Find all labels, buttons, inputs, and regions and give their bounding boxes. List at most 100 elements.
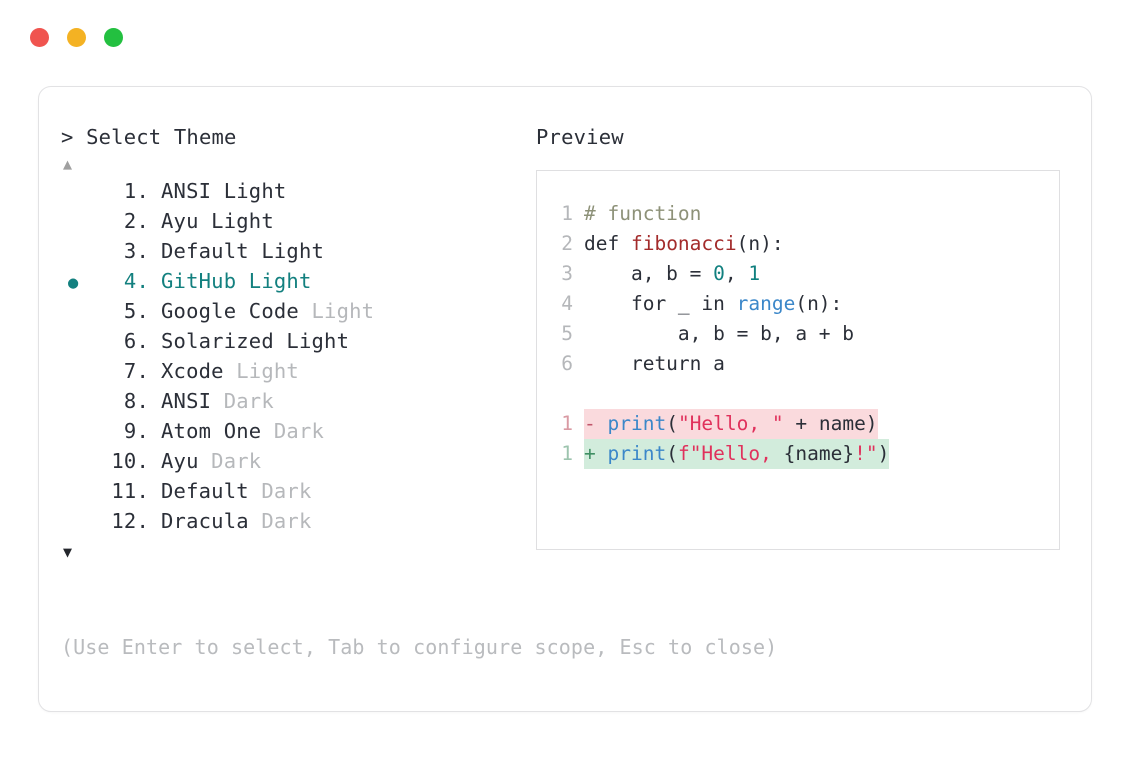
theme-list-item[interactable]: 7.Xcode Light (61, 359, 531, 389)
theme-list-item[interactable]: 3. Default Light (61, 239, 531, 269)
line-number: 1 (561, 442, 573, 465)
theme-item-variant: Light (211, 209, 274, 233)
diff-gap (596, 412, 608, 435)
theme-item-variant: Dark (261, 509, 312, 533)
theme-item-variant: Dark (261, 479, 312, 503)
theme-list-item[interactable]: 10. Ayu Dark (61, 449, 531, 479)
line-number: 1 (561, 412, 573, 435)
diff-text: - print("Hello, " + name) (584, 409, 878, 439)
theme-item-variant: Dark (223, 389, 274, 413)
code-text: # function (584, 199, 701, 229)
line-number: 1 (561, 202, 573, 225)
theme-list-item[interactable]: 9.Atom One Dark (61, 419, 531, 449)
line-number: 3 (561, 262, 573, 285)
diff-added-line: 1+ print(f"Hello, {name}!") (537, 439, 1059, 469)
theme-item-index: 8. (123, 389, 149, 413)
theme-item-index: 7. (123, 359, 149, 383)
theme-item-variant: Light (311, 299, 375, 323)
theme-list-item[interactable]: 2.Ayu Light (61, 209, 531, 239)
theme-item-name: Solarized (161, 329, 287, 353)
code-token: {name} (783, 442, 855, 465)
line-number: 2 (561, 232, 573, 255)
theme-item-name: GitHub (161, 269, 249, 293)
theme-item-name: ANSI (161, 389, 224, 413)
code-token: !" (854, 442, 878, 465)
code-token: (n): (736, 232, 784, 255)
code-token: ) (877, 442, 890, 465)
scroll-down-indicator-icon[interactable]: ▼ (63, 543, 73, 561)
line-number: 5 (561, 322, 573, 345)
code-token: print (607, 412, 667, 435)
theme-item-name: Dracula (161, 509, 262, 533)
prompt-label: > Select Theme (61, 125, 237, 149)
theme-item-index: 6. (123, 329, 149, 353)
theme-item-name: Google Code (161, 299, 312, 323)
code-line: 3 a, b = 0, 1 (537, 259, 1059, 289)
code-text: def fibonacci(n): (584, 229, 784, 259)
code-token: range (736, 292, 796, 315)
line-number: 4 (561, 292, 573, 315)
code-token: for _ in (584, 292, 737, 315)
scroll-up-indicator-icon[interactable]: ▲ (63, 155, 73, 173)
theme-list-item[interactable]: 11. Default Dark (61, 479, 531, 509)
theme-item-index: 2. (123, 209, 149, 233)
code-text: return a (584, 349, 725, 379)
theme-item-variant: Dark (273, 419, 325, 443)
theme-item-variant: Light (261, 239, 325, 263)
code-spacer (537, 379, 1059, 409)
code-line: 6 return a (537, 349, 1059, 379)
code-token: fibonacci (630, 232, 737, 255)
theme-list-item[interactable]: ●4.GitHub Light (61, 269, 531, 299)
theme-list-item[interactable]: 8. ANSI Dark (61, 389, 531, 419)
theme-list-item[interactable]: 6. Solarized Light (61, 329, 531, 359)
theme-list-item[interactable]: 5.Google Code Light (61, 299, 531, 329)
theme-item-index: 11. (111, 479, 149, 503)
code-text: for _ in range(n): (584, 289, 842, 319)
theme-item-index: 10. (111, 449, 149, 473)
code-token: # function (584, 202, 702, 225)
code-token: f"Hello, (677, 442, 784, 465)
code-line: 2 def fibonacci(n): (537, 229, 1059, 259)
zoom-button[interactable] (104, 28, 123, 47)
code-token: a, b = (584, 262, 714, 285)
theme-item-name: Default (161, 479, 262, 503)
code-text: a, b = b, a + b (584, 319, 854, 349)
theme-item-variant: Light (223, 179, 287, 203)
code-token: ( (666, 442, 678, 465)
code-token: "Hello, " (677, 412, 784, 435)
code-token: + name) (783, 412, 878, 435)
code-token: ( (666, 412, 678, 435)
theme-item-name: Ayu (161, 449, 212, 473)
diff-sign: + (584, 442, 596, 465)
theme-item-index: 3. (123, 239, 149, 263)
window-traffic-lights (30, 28, 123, 47)
code-token: 1 (748, 262, 761, 285)
theme-list-item[interactable]: 1. ANSI Light (61, 179, 531, 209)
code-token: , (724, 262, 749, 285)
code-token: return a (584, 352, 725, 375)
close-button[interactable] (30, 28, 49, 47)
selected-bullet-icon: ● (68, 273, 79, 293)
theme-item-variant: Dark (211, 449, 262, 473)
theme-item-variant: Light (236, 359, 299, 383)
theme-item-index: 1. (123, 179, 149, 203)
theme-item-name: Default (161, 239, 262, 263)
theme-item-variant: Light (286, 329, 350, 353)
code-token: a, b = b, a + b (584, 322, 855, 345)
theme-item-index: 12. (111, 509, 149, 533)
theme-item-name: Atom One (161, 419, 274, 443)
diff-removed-line: 1 - print("Hello, " + name) (537, 409, 1059, 439)
theme-list-item[interactable]: 12. Dracula Dark (61, 509, 531, 539)
theme-item-name: ANSI (161, 179, 224, 203)
minimize-button[interactable] (67, 28, 86, 47)
diff-sample: 1- print("Hello, " + name)1+ print(f"Hel… (537, 409, 1059, 469)
preview-label: Preview (536, 125, 624, 149)
code-text: a, b = 0, 1 (584, 259, 760, 289)
